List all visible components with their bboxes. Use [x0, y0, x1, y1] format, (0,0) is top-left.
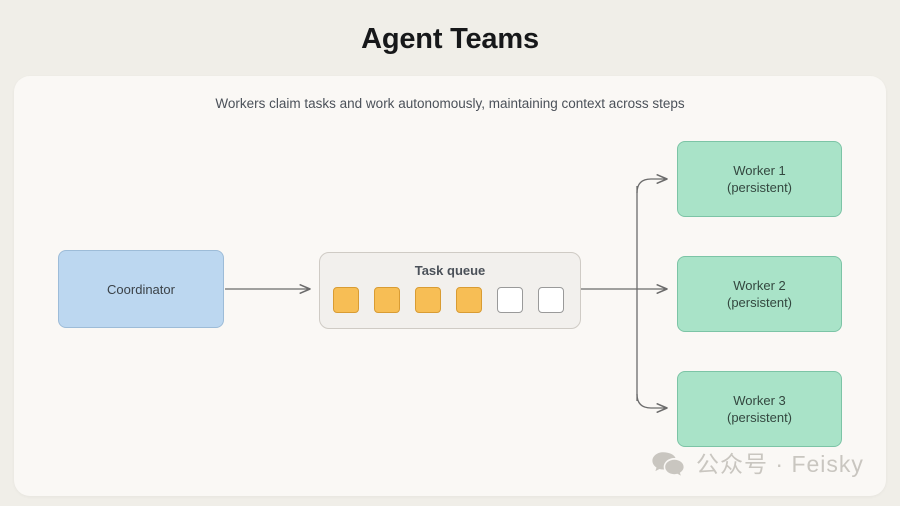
node-worker-2-label: Worker 2 (persistent): [726, 278, 793, 310]
diagram-card: Workers claim tasks and work autonomousl…: [14, 76, 886, 496]
connector-layer: [225, 76, 886, 496]
task-slot[interactable]: [538, 287, 564, 313]
node-worker-3-label: Worker 3 (persistent): [726, 393, 793, 425]
node-coordinator-label: Coordinator: [107, 281, 175, 297]
task-slot[interactable]: [456, 287, 482, 313]
node-worker-1[interactable]: Worker 1 (persistent): [677, 141, 842, 217]
task-slot[interactable]: [333, 287, 359, 313]
task-queue-title: Task queue: [414, 263, 486, 278]
task-slot[interactable]: [374, 287, 400, 313]
task-queue-slots: [333, 287, 564, 313]
node-worker-2[interactable]: Worker 2 (persistent): [677, 256, 842, 332]
wechat-icon: [652, 452, 684, 476]
task-queue[interactable]: Task queue: [319, 252, 581, 329]
task-slot[interactable]: [497, 287, 523, 313]
node-worker-1-label: Worker 1 (persistent): [726, 163, 793, 195]
watermark: 公众号 · Feisky: [651, 450, 864, 478]
arrow-to-worker-3: [636, 393, 667, 408]
page-title: Agent Teams: [361, 23, 539, 55]
node-coordinator[interactable]: Coordinator: [58, 250, 224, 328]
arrow-to-worker-1: [636, 179, 667, 194]
diagram-subtitle: Workers claim tasks and work autonomousl…: [215, 96, 685, 111]
task-slot[interactable]: [415, 287, 441, 313]
node-worker-3[interactable]: Worker 3 (persistent): [677, 371, 842, 447]
diagram-canvas: Coordinator Task queue Worker 1 (persist…: [14, 76, 886, 496]
watermark-text: 公众号 · Feisky: [696, 451, 864, 477]
